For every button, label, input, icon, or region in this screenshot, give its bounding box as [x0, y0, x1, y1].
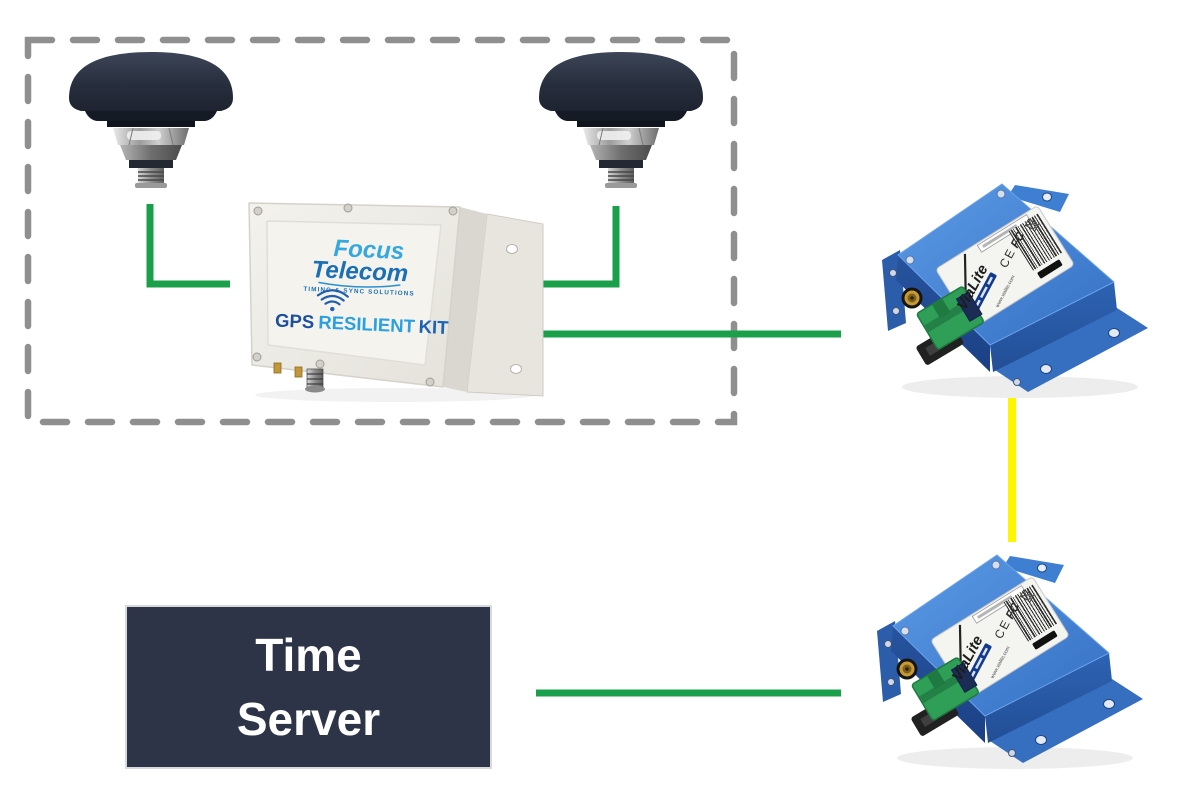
- gnss-antenna-icon: [533, 48, 709, 188]
- kit-label-artwork: Focus Telecom TIMING & SYNC SOLUTIONS GP…: [275, 235, 450, 338]
- flange-hole: [510, 364, 522, 374]
- n-connector-icon: [305, 368, 325, 393]
- kit-screws: [252, 203, 458, 387]
- gnss-antenna-2: [533, 48, 709, 193]
- sma-connector-icon: [294, 366, 303, 378]
- kit-brand-line2: Telecom: [311, 256, 409, 287]
- gps-resilient-kit: Focus Telecom TIMING & SYNC SOLUTIONS GP…: [245, 193, 545, 410]
- kit-side-face: [443, 207, 487, 392]
- time-server-label-line1: Time: [255, 629, 362, 681]
- kit-tagline: TIMING & SYNC SOLUTIONS: [303, 286, 415, 298]
- gnss-antenna-1: [63, 48, 239, 193]
- flange-hole: [506, 244, 518, 254]
- connection-antenna1-to-kit: [146, 204, 230, 288]
- kit-product-word3: KIT: [418, 316, 449, 338]
- kit-mounting-flange: [466, 213, 544, 397]
- vialite-module-bottom: ViaLite www.vialite.com CE FC: [860, 552, 1160, 777]
- wifi-icon: [316, 289, 349, 312]
- fcc-mark: FC: [1008, 229, 1028, 250]
- fcc-mark: FC: [1003, 600, 1023, 621]
- antenna-kit-dashed-boundary: [24, 36, 738, 426]
- kit-brand-line1: Focus: [333, 235, 405, 265]
- time-server-label-line2: Server: [236, 693, 381, 745]
- gnss-antenna-icon: [63, 48, 239, 188]
- kit-product-word2: RESILIENT: [318, 311, 416, 336]
- vialite-body: [877, 555, 1143, 769]
- kit-product-word1: GPS: [275, 310, 315, 333]
- sma-connector-icon: [273, 362, 282, 374]
- connection-antenna2-to-kit: [538, 206, 620, 288]
- vialite-module-top: ViaLite www.vialite.com CE FC: [865, 181, 1165, 406]
- time-server-box: Time Server: [125, 605, 492, 769]
- kit-label-panel: [266, 220, 442, 366]
- brand-swoosh: [318, 281, 401, 288]
- vialite-body: [882, 184, 1148, 398]
